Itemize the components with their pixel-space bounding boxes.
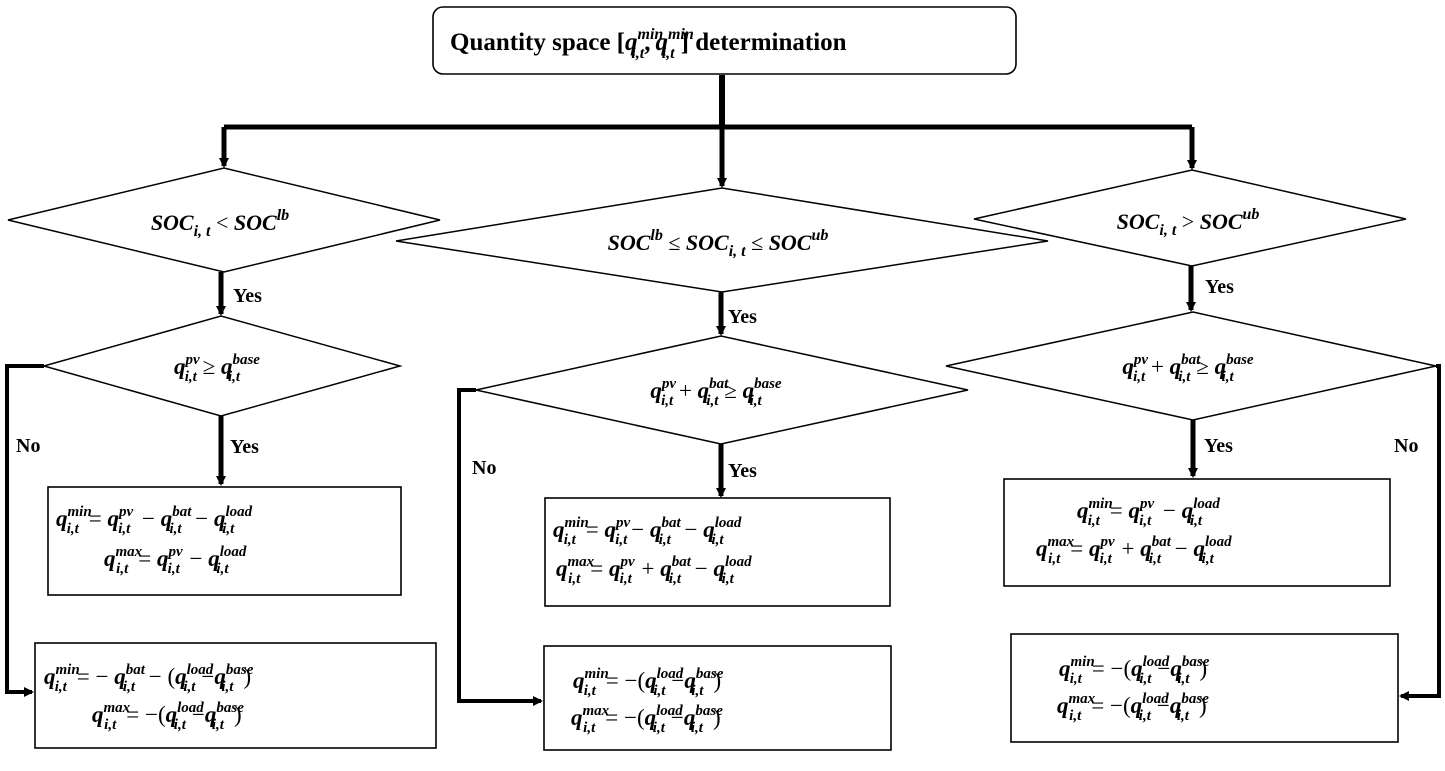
condition-soc-low: SOCi, t < SOClb (7, 167, 441, 273)
label-no-right: No (1394, 435, 1418, 457)
label-yes-middle-2: Yes (728, 460, 757, 482)
condition-soc-high: SOCi, t > SOCub (973, 169, 1407, 267)
label-yes-right-2: Yes (1204, 435, 1233, 457)
label-yes-left-1: Yes (233, 285, 262, 307)
condition-soc-mid: SOClb ≤ SOCi, t ≤ SOCub (395, 187, 1049, 293)
arrow-middle-no (457, 388, 543, 706)
svg-text:SOCi, t > SOCub: SOCi, t > SOCub (1117, 206, 1260, 239)
connectors (5, 75, 1441, 706)
branch-labels: Yes Yes No Yes Yes No Yes Yes No (16, 276, 1418, 482)
label-no-left: No (16, 435, 40, 457)
svg-text:SOClb ≤ SOCi, t ≤ SOCub: SOClb ≤ SOCi, t ≤ SOCub (608, 227, 829, 260)
svg-text:SOCi, t < SOClb: SOCi, t < SOClb (151, 207, 289, 240)
arrow-right-no (1399, 364, 1441, 701)
arrow-left-no (5, 364, 44, 697)
label-yes-right-1: Yes (1205, 276, 1234, 298)
label-yes-left-2: Yes (230, 436, 259, 458)
label-yes-middle-1: Yes (728, 306, 757, 328)
label-no-middle: No (472, 457, 496, 479)
